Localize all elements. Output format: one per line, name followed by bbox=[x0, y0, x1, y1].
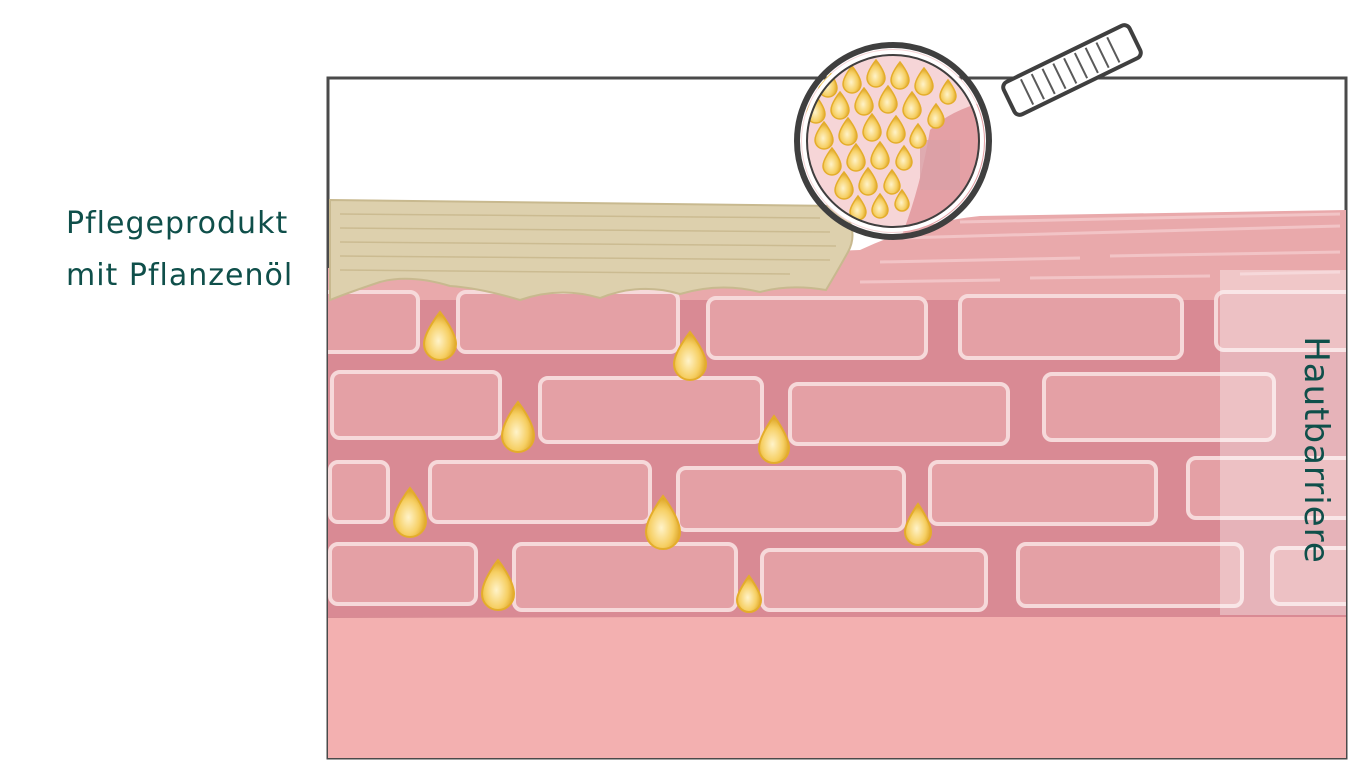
care-product-layer bbox=[329, 198, 854, 302]
skin-barrier-label: Hautbarriere bbox=[1296, 336, 1336, 564]
corneocyte-cells bbox=[328, 290, 1346, 612]
magnifying-glass-icon bbox=[794, 23, 1143, 240]
care-product-label-line1: Pflegeprodukt bbox=[66, 206, 289, 241]
care-product-label-line2: mit Pflanzenöl bbox=[66, 258, 294, 293]
oil-drop-icons bbox=[392, 310, 933, 613]
care-product-label: Pflegeprodukt mit Pflanzenöl bbox=[66, 198, 293, 302]
dermis-layer bbox=[328, 615, 1346, 758]
